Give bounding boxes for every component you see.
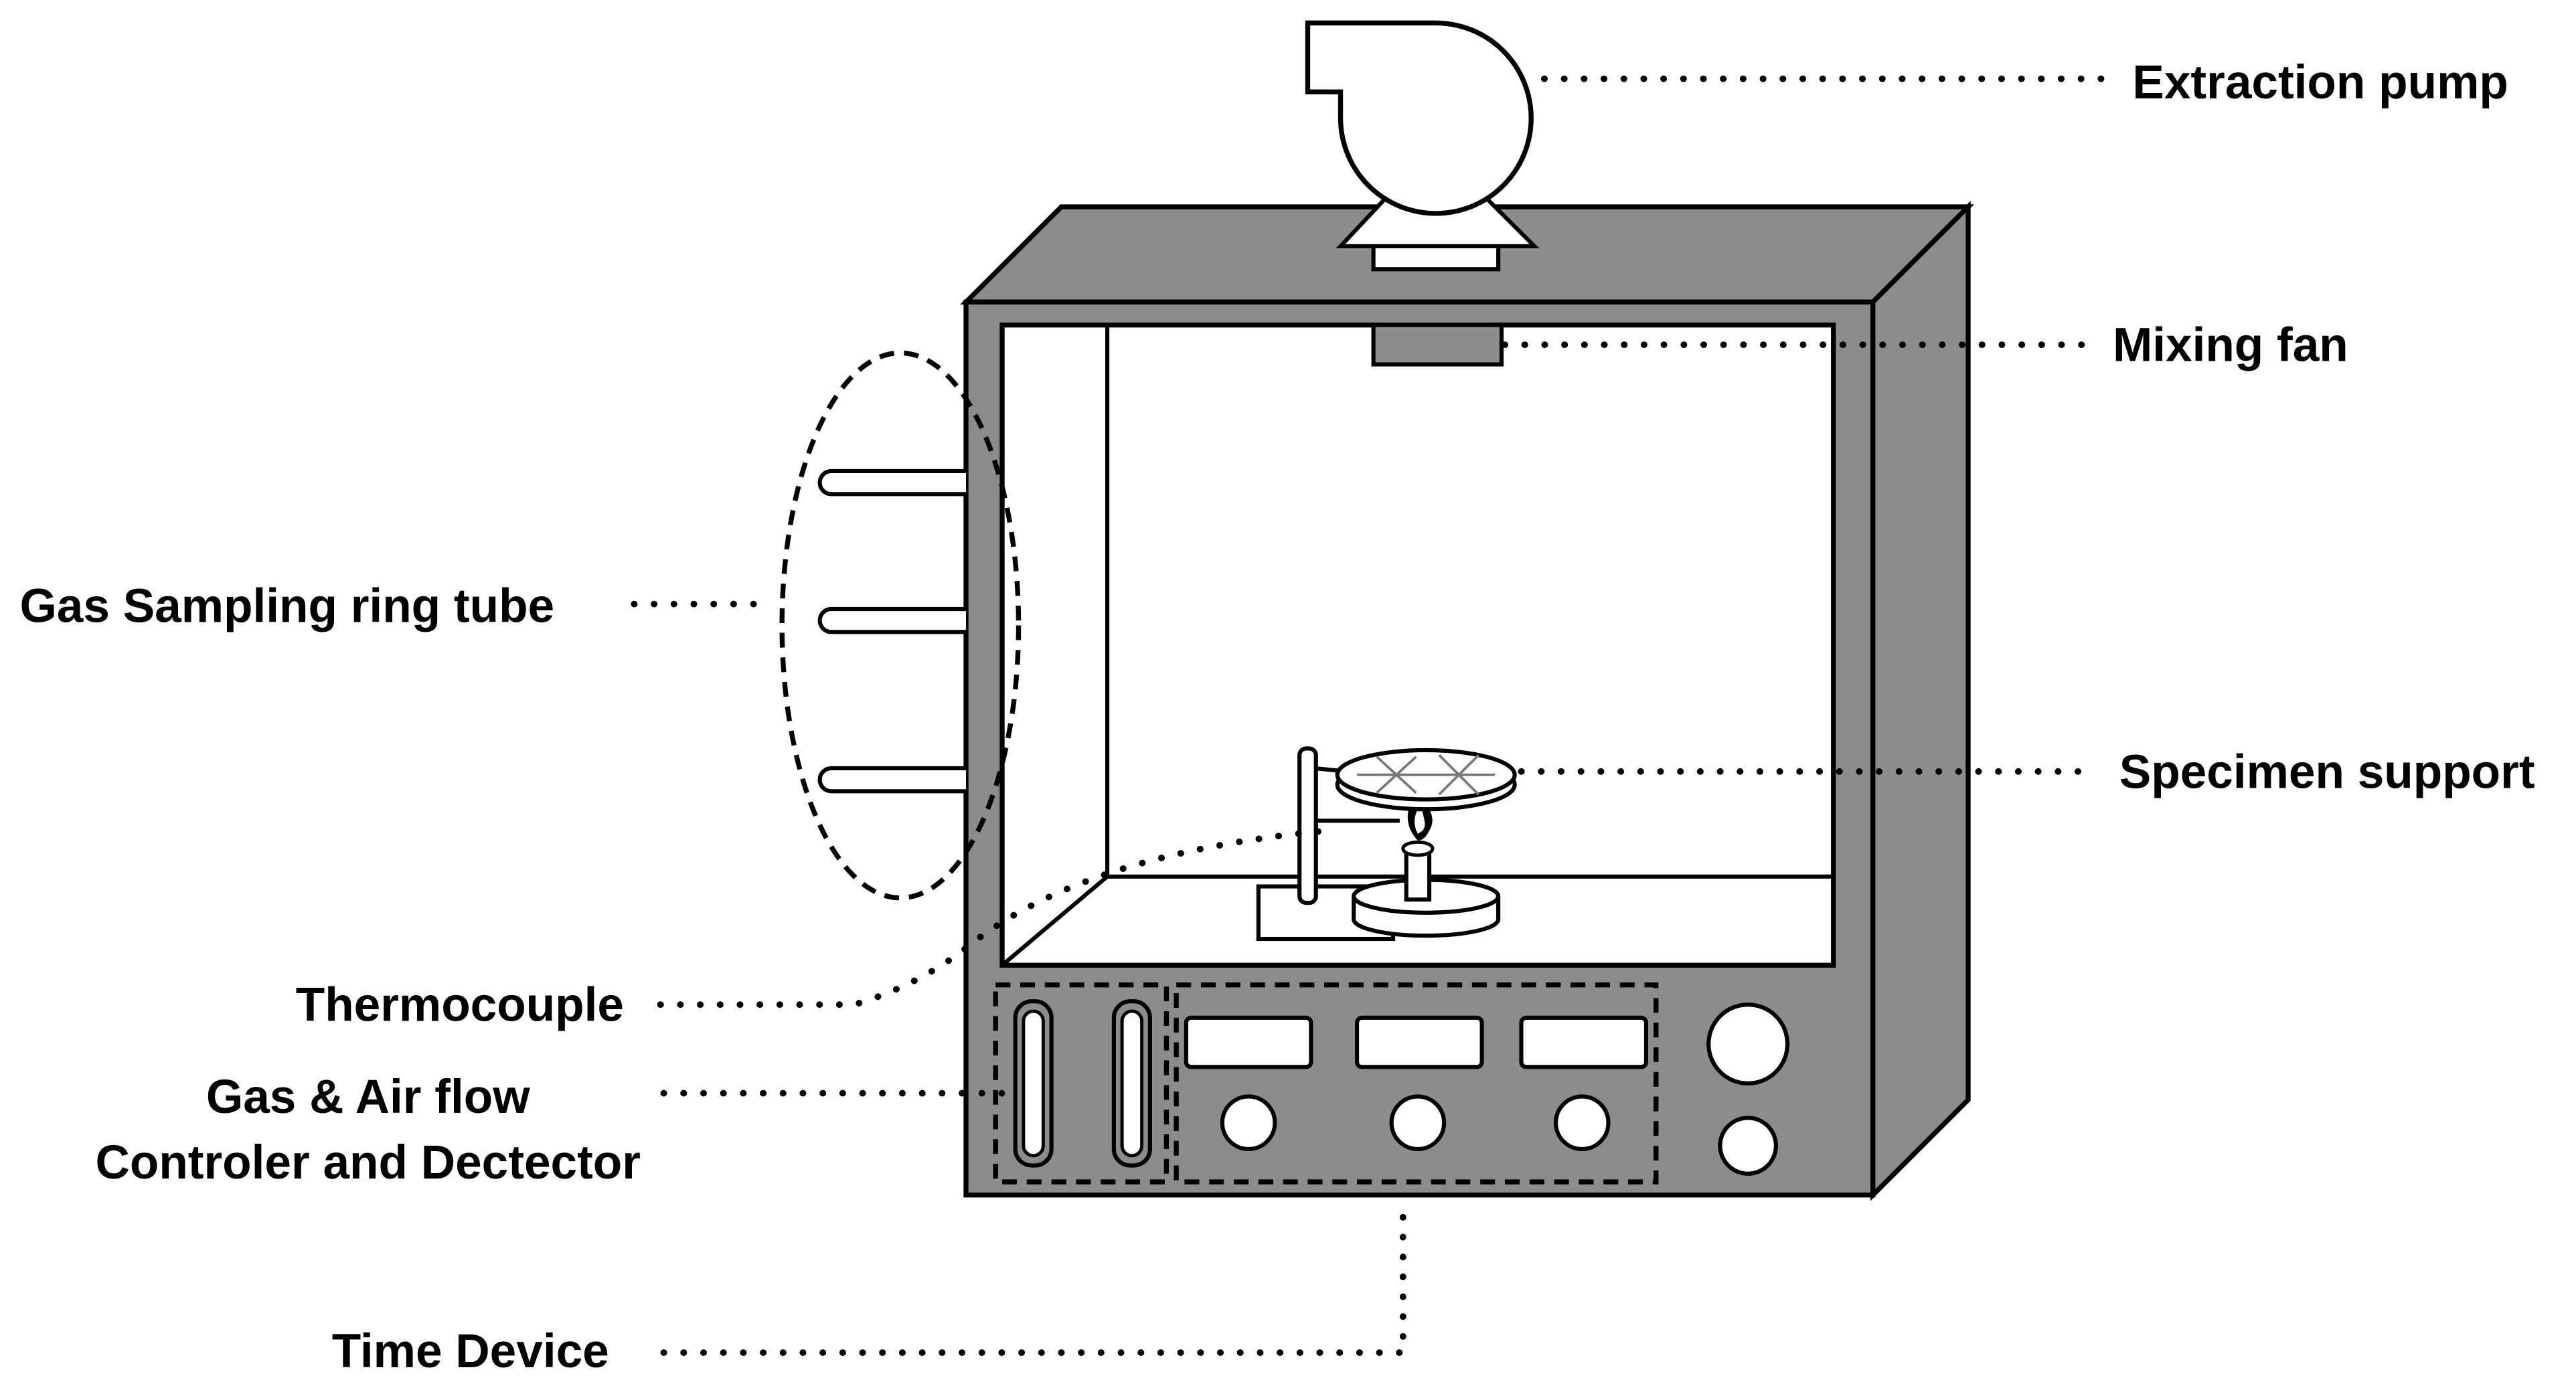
leader-lines [631,75,2107,1357]
sampling-tube-1 [817,468,966,497]
sampling-tube-2 [817,606,966,634]
stand-rod [1297,746,1318,905]
label-time-device: Time Device [332,1325,609,1378]
pump-housing-icon [1305,20,1534,216]
sampling-ring-outline [779,350,1022,901]
labels: Extraction pump Mixing fan Gas Sampling … [19,56,2534,1378]
label-mixing-fan: Mixing fan [2113,319,2348,372]
flow-gauge-left-inner [1022,1009,1045,1158]
chamber-right-face [1870,201,1971,1201]
gas-sampling-tubes [779,350,1022,901]
main-knob-small [1718,1116,1778,1176]
extraction-pump [1305,20,1540,272]
label-specimen-support: Specimen support [2119,746,2535,798]
time-display-2 [1355,1015,1484,1069]
time-knob-1 [1220,1094,1277,1152]
label-gas-sampling: Gas Sampling ring tube [19,580,554,633]
specimen-apparatus [1256,746,1517,942]
sampling-tube-3 [817,766,966,794]
burner-nozzle [1401,840,1435,857]
time-device-group-outline [1174,982,1659,1185]
interior-floor-corner [1001,875,1109,967]
label-gas-air-flow-line1: Gas & Air flow [206,1071,530,1124]
time-knob-3 [1553,1094,1611,1152]
label-extraction-pump: Extraction pump [2132,56,2508,109]
time-display-1 [1184,1015,1313,1069]
burner-column [1404,848,1432,902]
flame-inner [1415,804,1425,835]
flow-gauges-group-outline [993,982,1170,1185]
label-gas-air-flow-line2: Controler and Dectector [95,1136,641,1189]
mixing-fan [1371,323,1504,367]
label-thermocouple: Thermocouple [296,979,624,1032]
main-knob-large [1706,1003,1790,1085]
leader-time-device [660,1205,1406,1357]
control-panel [993,982,1790,1185]
time-knob-2 [1389,1094,1447,1152]
flow-gauge-right-inner [1120,1009,1144,1158]
time-display-3 [1519,1015,1649,1069]
